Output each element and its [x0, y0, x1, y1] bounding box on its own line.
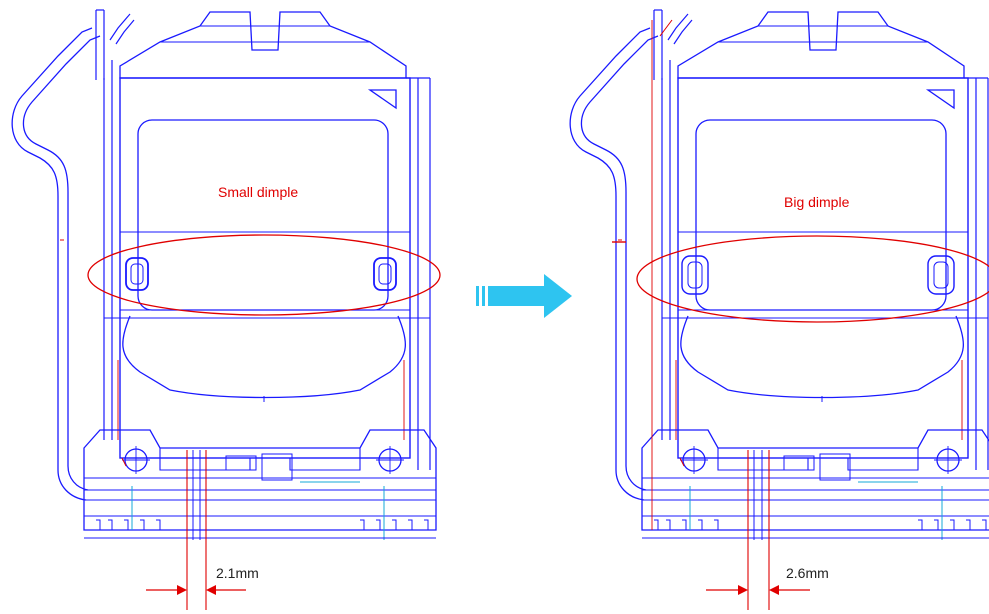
- left-dimension-arrows: [146, 585, 246, 595]
- left-dimple-2: [373, 257, 397, 291]
- left-dimple-1: [125, 257, 149, 291]
- right-socket-drawing: [569, 9, 989, 610]
- right-panel-label: Big dimple: [784, 194, 850, 210]
- right-dimension-arrows: [706, 585, 810, 595]
- right-dimple-2: [927, 255, 955, 295]
- left-panel-label: Small dimple: [218, 184, 298, 200]
- right-dimension-value: 2.6mm: [786, 565, 829, 581]
- right-dimple-highlight: [636, 235, 989, 323]
- right-arrow-icon: [476, 274, 572, 318]
- left-socket-drawing: [11, 9, 441, 610]
- right-dimple-1: [681, 255, 709, 295]
- left-dimension-value: 2.1mm: [216, 565, 259, 581]
- left-dimple-highlight: [87, 234, 441, 316]
